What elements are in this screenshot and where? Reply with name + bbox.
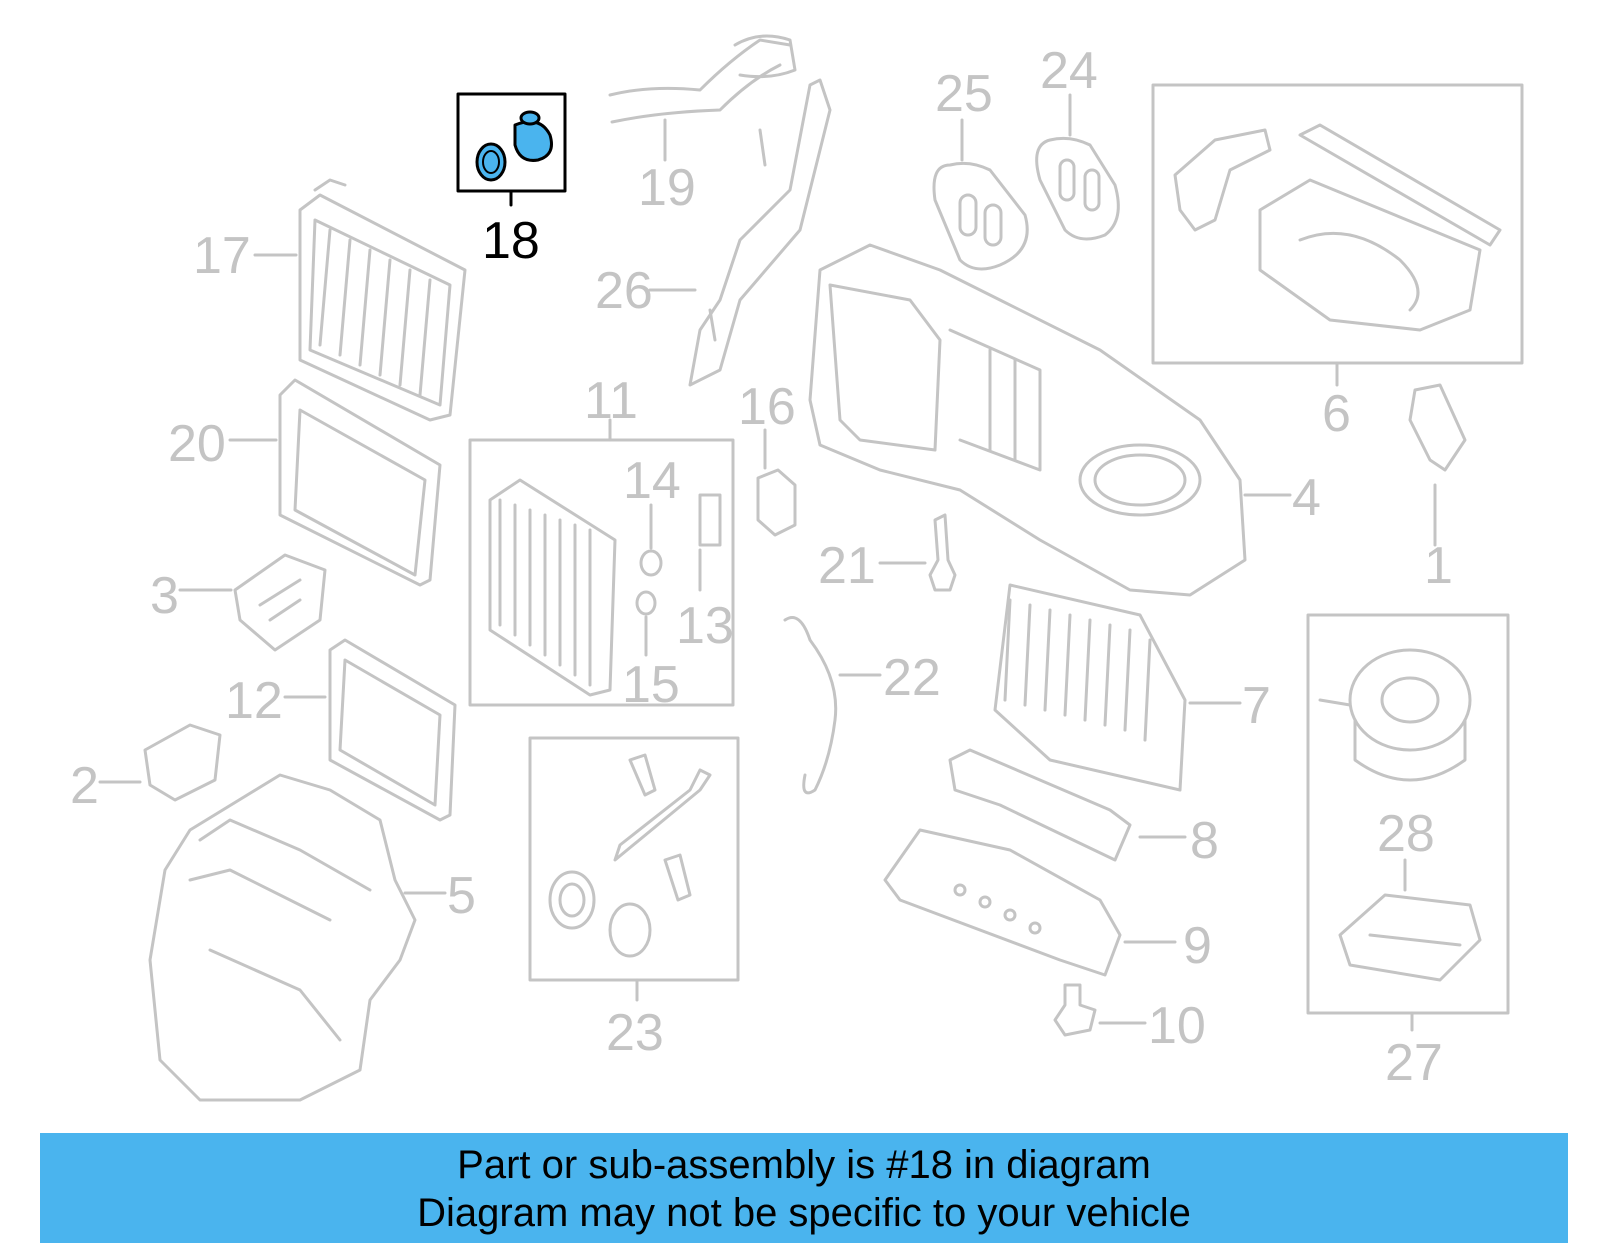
callout-24: 24 <box>1040 42 1098 100</box>
callout-13: 13 <box>676 597 734 655</box>
part-5-housing[interactable] <box>148 773 447 1102</box>
callout-23: 23 <box>606 1004 664 1062</box>
callout-6: 6 <box>1322 385 1351 443</box>
banner-line-2: Diagram may not be specific to your vehi… <box>417 1191 1191 1235</box>
parts-diagram-art <box>98 34 1524 1102</box>
callout-26: 26 <box>595 262 653 320</box>
info-banner: Part or sub-assembly is #18 in diagram D… <box>40 1133 1568 1243</box>
part-26-bracket[interactable] <box>648 78 832 387</box>
callout-20: 20 <box>168 415 226 473</box>
part-25-seal[interactable] <box>932 118 1029 271</box>
callout-10: 10 <box>1148 997 1206 1055</box>
part-17-heater-core[interactable] <box>253 178 467 422</box>
part-8-bracket[interactable] <box>948 748 1187 862</box>
callout-12: 12 <box>225 672 283 730</box>
callout-7: 7 <box>1242 677 1271 735</box>
part-12-filter-frame[interactable] <box>283 638 457 822</box>
part-9-panel[interactable] <box>883 828 1177 977</box>
callout-17: 17 <box>193 227 251 285</box>
part-10-clip[interactable] <box>1053 983 1147 1037</box>
callout-22: 22 <box>883 649 941 707</box>
callout-5: 5 <box>447 867 476 925</box>
part-4-housing[interactable] <box>808 243 1292 597</box>
callout-9: 9 <box>1183 917 1212 975</box>
callout-2: 2 <box>70 757 99 815</box>
callout-21: 21 <box>818 537 876 595</box>
parts-diagram: 1 2 3 4 5 6 7 8 9 10 11 12 13 14 15 16 1… <box>70 34 1524 1102</box>
part-6-box[interactable] <box>1151 83 1524 387</box>
callout-4: 4 <box>1292 469 1321 527</box>
callout-11: 11 <box>584 372 638 430</box>
part-16-mount[interactable] <box>756 428 797 537</box>
part-18-box[interactable] <box>456 92 567 207</box>
callout-15: 15 <box>622 656 680 714</box>
part-3-actuator[interactable] <box>178 553 327 652</box>
part-22-hose[interactable] <box>783 616 882 795</box>
part-20-evaporator-core[interactable] <box>228 378 442 587</box>
callout-8: 8 <box>1190 812 1219 870</box>
part-27-box[interactable] <box>1306 613 1510 1032</box>
part-7-cabin-filter[interactable] <box>993 583 1242 792</box>
callout-19: 19 <box>638 159 696 217</box>
part-19-pipes[interactable] <box>608 34 797 162</box>
callout-27: 27 <box>1385 1034 1443 1092</box>
part-11-box[interactable] <box>468 418 735 707</box>
callout-1: 1 <box>1424 537 1453 595</box>
part-2-actuator[interactable] <box>98 723 222 802</box>
part-24-seal[interactable] <box>1035 93 1120 241</box>
callout-28: 28 <box>1377 805 1435 863</box>
callout-14: 14 <box>623 452 681 510</box>
banner-line-1: Part or sub-assembly is #18 in diagram <box>457 1143 1151 1187</box>
callout-3: 3 <box>150 567 179 625</box>
callout-16: 16 <box>738 378 796 436</box>
callout-18[interactable]: 18 <box>482 212 540 270</box>
part-23-box[interactable] <box>528 736 740 1002</box>
part-1-sensor[interactable] <box>1408 383 1467 547</box>
part-21-sensor[interactable] <box>878 513 957 592</box>
callout-25: 25 <box>935 65 993 123</box>
